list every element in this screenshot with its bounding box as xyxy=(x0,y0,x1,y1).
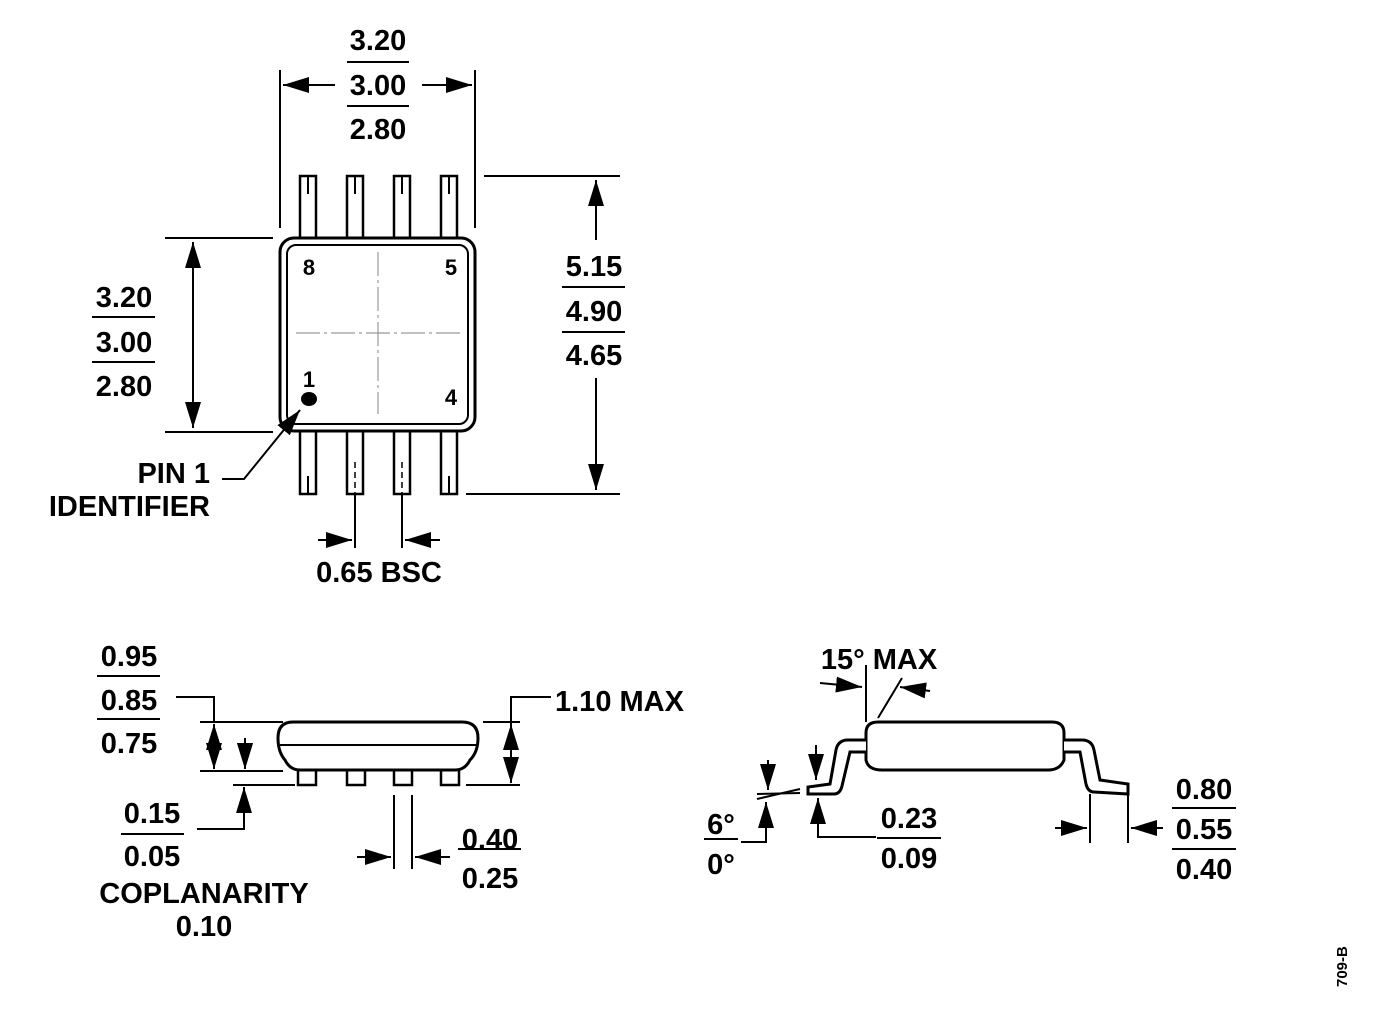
side-view xyxy=(97,675,551,869)
max-height-label: 1.10 MAX xyxy=(555,686,685,718)
coplanarity-label: COPLANARITY xyxy=(99,878,308,910)
pin-label-5: 5 xyxy=(445,255,457,280)
lead-width-min: 0.25 xyxy=(462,863,518,895)
body-height-nom: 0.85 xyxy=(101,685,157,717)
foot-length-max: 0.80 xyxy=(1176,774,1232,806)
pin1-leader xyxy=(222,409,301,480)
foot-length-nom: 0.55 xyxy=(1176,814,1232,846)
height-dim-max: 3.20 xyxy=(96,282,152,314)
body-height-min: 0.75 xyxy=(101,728,157,760)
standoff-min: 0.05 xyxy=(124,841,180,873)
foot-angle-max: 6° xyxy=(707,809,735,841)
width-dim-max: 3.20 xyxy=(350,25,406,57)
foot-angle-min: 0° xyxy=(707,849,735,881)
pin1-dot xyxy=(301,392,317,406)
height-dim-min: 2.80 xyxy=(96,371,152,403)
end-lead-right xyxy=(1064,738,1130,796)
package-body-inner xyxy=(286,244,469,425)
lead-width-max: 0.40 xyxy=(462,824,518,856)
angle-max-label: 15° MAX xyxy=(821,644,938,676)
width-dim-nom: 3.00 xyxy=(350,70,406,102)
width-dim-min: 2.80 xyxy=(350,114,406,146)
end-lead-left xyxy=(806,738,866,796)
foot-length-min: 0.40 xyxy=(1176,854,1232,886)
lead-thickness-max: 0.23 xyxy=(881,803,937,835)
end-view-text: 15° MAX 6° 0° 0.23 0.09 0.80 0.55 0.40 xyxy=(707,644,1232,886)
pin1-identifier-line2: IDENTIFIER xyxy=(49,491,210,523)
top-view xyxy=(92,61,625,548)
lead-thickness-min: 0.09 xyxy=(881,843,937,875)
standoff-max: 0.15 xyxy=(124,798,180,830)
overall-dim-min: 4.65 xyxy=(566,340,622,372)
side-view-text: 0.95 0.85 0.75 1.10 MAX 0.15 0.05 COPLAN… xyxy=(99,641,684,943)
pin1-identifier-line1: PIN 1 xyxy=(137,458,210,490)
pitch-dim: 0.65 BSC xyxy=(316,557,442,589)
pin-label-4: 4 xyxy=(445,385,458,410)
height-dim-nom: 3.00 xyxy=(96,327,152,359)
coplanarity-value: 0.10 xyxy=(176,911,232,943)
figure-code: 709-B xyxy=(1334,946,1351,987)
body-height-max: 0.95 xyxy=(101,641,157,673)
top-view-text: 3.20 3.00 2.80 3.20 3.00 2.80 5.15 4.90 … xyxy=(49,25,622,589)
overall-dim-nom: 4.90 xyxy=(566,296,622,328)
end-body xyxy=(864,720,1066,772)
overall-dim-max: 5.15 xyxy=(566,251,622,283)
pin-label-8: 8 xyxy=(303,255,315,280)
end-view xyxy=(704,665,1236,850)
pin-label-1: 1 xyxy=(303,367,315,392)
